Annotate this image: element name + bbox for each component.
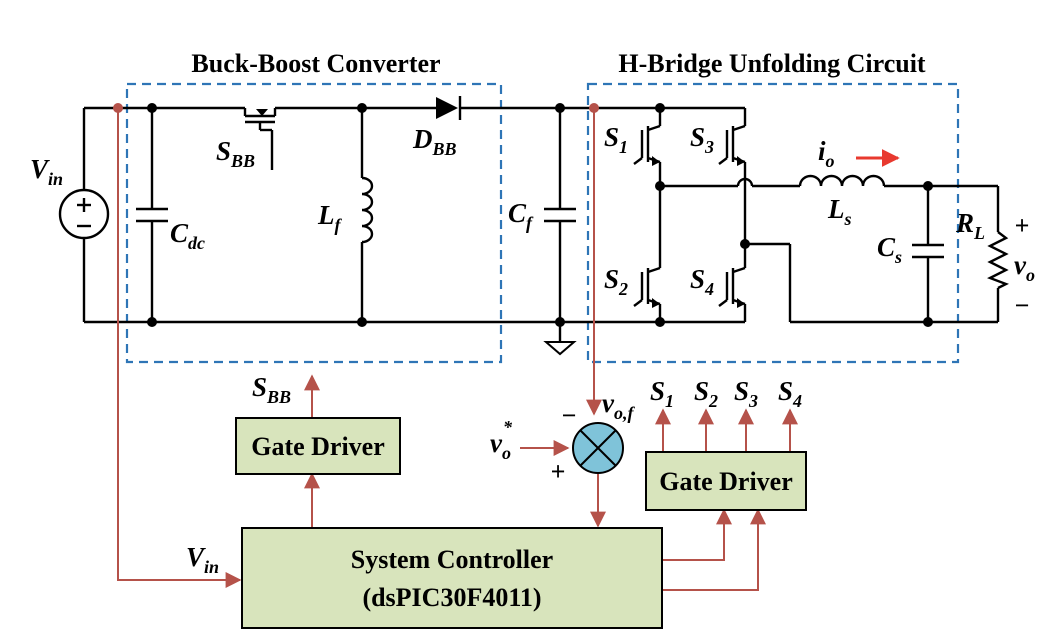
io-label: io [818, 136, 835, 171]
control-signal-lines [117, 108, 798, 591]
gate-driver-left-label: Gate Driver [251, 432, 385, 461]
ground-symbol [543, 341, 577, 356]
s3-label: S3 [690, 122, 714, 157]
s4-label: S4 [690, 264, 714, 299]
s2-switch-symbol [633, 266, 661, 308]
sbb-signal-label: SBB [252, 372, 291, 407]
gate-driver-left-block [235, 417, 401, 475]
hbridge-title: H-Bridge Unfolding Circuit [618, 49, 926, 78]
junction-dots [147, 103, 933, 327]
vof-label: vo,f [602, 388, 635, 423]
s2-signal-label: S2 [694, 376, 718, 411]
vo-label: vo [1014, 250, 1035, 285]
vo-plus-sign: + [1015, 211, 1030, 240]
dbb-diode-symbol [436, 96, 462, 120]
s4-signal-label: S4 [778, 376, 802, 411]
cdc-label: Cdc [170, 218, 205, 253]
lf-inductor-symbol [361, 176, 374, 244]
s1-switch-symbol [633, 124, 661, 166]
lf-label: Lf [317, 200, 343, 235]
gate-driver-right-label: Gate Driver [659, 467, 793, 496]
controller-chip-label: (dsPIC30F4011) [362, 583, 541, 612]
vin-signal-label: Vin [186, 542, 219, 577]
s3-switch-symbol [718, 124, 746, 166]
sbb-mosfet-symbol [243, 108, 277, 170]
sum-minus-sign: − [562, 401, 577, 430]
vin-source-symbol [58, 188, 110, 240]
s1-signal-label: S1 [650, 376, 674, 411]
s3-signal-label: S3 [734, 376, 758, 411]
cdc-capacitor-symbol [136, 207, 168, 223]
cs-capacitor-symbol [912, 243, 944, 259]
s1-label: S1 [604, 122, 628, 157]
vin-label: Vin [30, 154, 63, 189]
gate-driver-right-block [645, 451, 807, 511]
rl-resistor-symbol [987, 231, 1009, 290]
summing-junction [572, 422, 624, 474]
ls-inductor-symbol [798, 174, 886, 187]
system-controller-label: System Controller [351, 545, 553, 574]
s4-switch-symbol [718, 266, 746, 308]
dbb-label: DBB [412, 124, 457, 159]
buck-boost-boundary [125, 82, 503, 364]
cf-label: Cf [508, 198, 534, 233]
hbridge-boundary [586, 82, 960, 364]
rl-label: RL [955, 208, 985, 243]
system-controller-block [241, 527, 663, 629]
ls-label: Ls [827, 194, 852, 229]
vo-minus-sign: − [1015, 291, 1030, 320]
cf-capacitor-symbol [544, 207, 576, 223]
vo-ref-label: vo* [490, 417, 513, 463]
sbb-label: SBB [216, 136, 255, 171]
sum-plus-sign: + [551, 457, 566, 486]
buck-boost-title: Buck-Boost Converter [191, 49, 440, 78]
cs-label: Cs [877, 232, 902, 267]
s2-label: S2 [604, 264, 628, 299]
